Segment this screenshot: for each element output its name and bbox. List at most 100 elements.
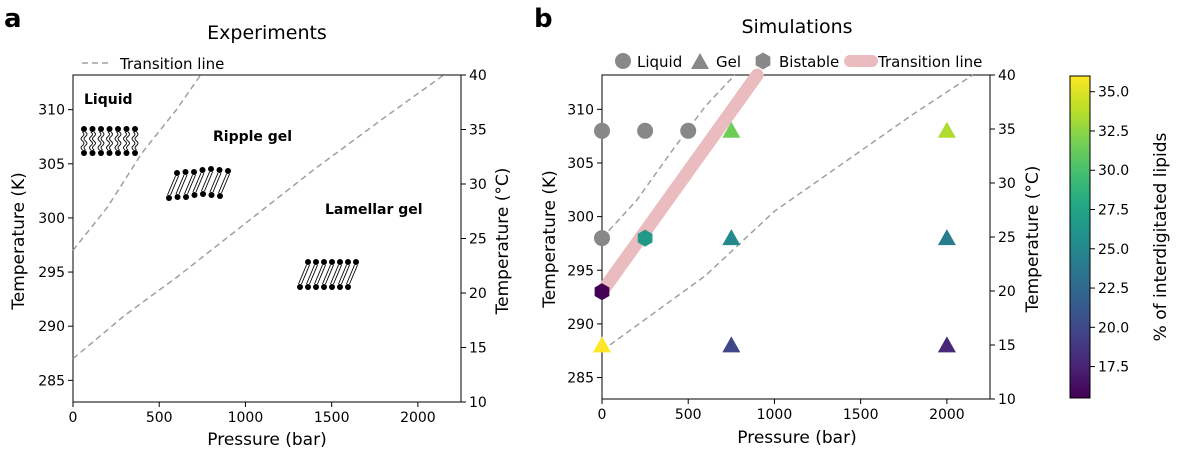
lipid-head (305, 284, 311, 290)
lipid-head (191, 192, 198, 198)
y2-tick-label: 25 (469, 232, 487, 248)
lipid-tail (97, 131, 102, 151)
colorbar-tick-label: 27.5 (1098, 203, 1129, 219)
lipid-tail (317, 264, 326, 285)
y2-tick-label: 40 (469, 68, 487, 84)
phase-label-lamellar-gel: Lamellar gel (325, 202, 423, 218)
lipid-tail (83, 131, 88, 151)
x-tick-label: 1500 (314, 410, 350, 426)
legend-transition-line-label-b: Transition line (877, 53, 982, 71)
legend-transition-line-label: Transition line (119, 55, 224, 73)
colorbar-tick-label: 17.5 (1098, 360, 1129, 376)
y2-tick-label: 15 (469, 341, 487, 357)
x-tick-label: 0 (598, 407, 607, 423)
gel-point (937, 121, 956, 138)
panel-a-ylabel: Temperature (K) (9, 172, 29, 311)
plot-a-transition-lines (72, 74, 445, 360)
colorbar-tick-label: 30.0 (1098, 163, 1129, 179)
x-tick-label: 2000 (400, 410, 436, 426)
colorbar-tick-label: 32.5 (1098, 124, 1129, 140)
liquid-point (637, 122, 654, 139)
transition-band (595, 68, 764, 299)
panel-b-ylabel: Temperature (K) (540, 170, 560, 309)
lipid-tail (330, 264, 339, 285)
legend-liquid-marker (615, 53, 631, 69)
transition-line (601, 74, 974, 352)
panel-a-y2label: Temperature (°C) (493, 168, 513, 316)
y-tick-label: 295 (567, 263, 594, 279)
lipid-tail (306, 264, 315, 285)
panel-a-title: Experiments (207, 22, 327, 44)
lipid-tail (346, 264, 355, 285)
lipid-tail (170, 175, 179, 196)
legend-liquid-label: Liquid (637, 53, 682, 71)
lipid-head (174, 194, 181, 200)
x-tick-label: 1000 (228, 410, 264, 426)
y-tick-label: 305 (567, 156, 594, 172)
lipid-head (321, 259, 327, 265)
colorbar-tick-label: 35.0 (1098, 85, 1129, 101)
lipid-tail (178, 174, 188, 195)
liquid-point (594, 122, 610, 139)
lipid-head (191, 169, 197, 175)
lipid-head (216, 167, 223, 173)
y-tick-label: 300 (567, 210, 594, 226)
x-tick-label: 500 (146, 410, 173, 426)
y-tick-label: 285 (38, 373, 65, 389)
x-tick-label: 500 (675, 407, 702, 423)
lipid-schematic-lamellar (297, 259, 359, 290)
lipid-tail (212, 172, 222, 193)
gel-point (593, 336, 611, 353)
x-tick-label: 1500 (843, 407, 879, 423)
lipid-head (217, 193, 223, 199)
lipid-tail (221, 173, 230, 194)
lipid-tail (325, 264, 334, 285)
lipid-tail (184, 174, 193, 195)
lipid-head (123, 150, 130, 156)
lipid-head (208, 192, 215, 198)
lipid-head (329, 284, 335, 290)
lipid-tail (114, 131, 119, 151)
lipid-head (225, 168, 231, 174)
lipid-head (337, 284, 343, 290)
y2-tick-label: 10 (469, 395, 487, 411)
gel-point (937, 336, 956, 353)
panel-b-legend: Liquid Gel Bistable Transition line (615, 52, 982, 71)
lipid-tail (209, 172, 219, 193)
bistable-point (637, 229, 653, 247)
lipid-head (199, 167, 206, 173)
plot-b-frame (601, 74, 991, 400)
lipid-head (208, 166, 214, 172)
x-tick-label: 0 (69, 410, 78, 426)
lipid-tail (126, 131, 130, 151)
lipid-head (166, 195, 172, 201)
colorbar-gradient (1069, 75, 1091, 399)
lipid-head (115, 126, 121, 132)
lipid-head (305, 259, 311, 265)
lipid-tail (314, 264, 323, 285)
y-tick-label: 290 (567, 317, 594, 333)
lipid-schematic-liquid (80, 126, 139, 156)
lipid-tail (298, 264, 307, 285)
y2-tick-label: 10 (998, 392, 1016, 408)
y-tick-label: 310 (38, 103, 65, 119)
lipid-head (345, 284, 351, 290)
panel-a-xlabel: Pressure (bar) (207, 430, 326, 450)
lipid-head (123, 126, 130, 132)
y2-tick-label: 25 (998, 230, 1016, 246)
lipid-tail (195, 172, 205, 193)
gel-point (937, 229, 956, 246)
lipid-head (345, 259, 351, 265)
lipid-tail (333, 264, 342, 285)
lipid-head (313, 259, 319, 265)
lipid-tail (123, 131, 127, 151)
lipid-head (132, 126, 138, 132)
lipid-head (98, 150, 104, 156)
y-tick-label: 310 (567, 102, 594, 118)
x-tick-label: 2000 (929, 407, 965, 423)
lipid-head (115, 150, 121, 156)
panel-b-y2label: Temperature (°C) (1023, 166, 1043, 314)
